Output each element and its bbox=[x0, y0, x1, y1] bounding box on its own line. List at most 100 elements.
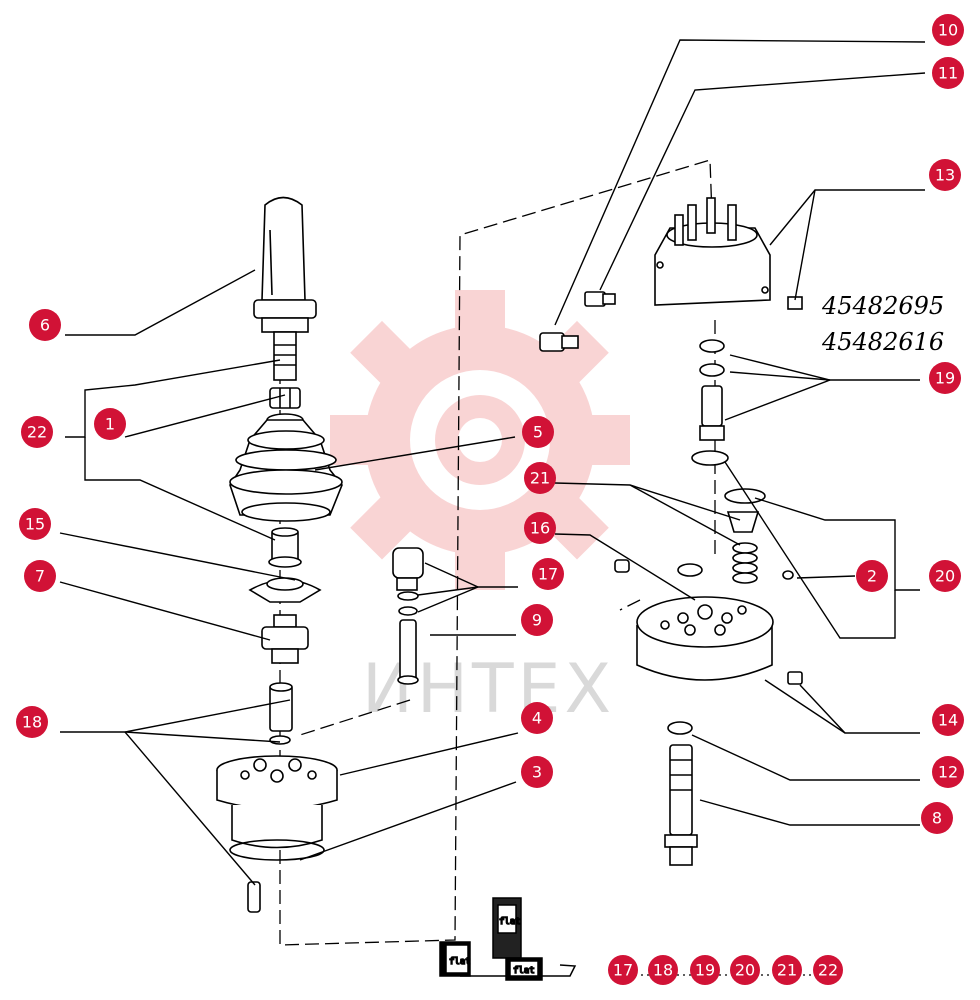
plug-16-part bbox=[614, 559, 630, 573]
washer-20a bbox=[691, 450, 729, 466]
kit-badge-20: 20 bbox=[730, 955, 760, 985]
callout-badge-14-label: 14 bbox=[938, 711, 958, 730]
washer-part bbox=[398, 606, 418, 616]
watermark-gear-icon bbox=[330, 290, 630, 590]
callout-badge-15-label: 15 bbox=[25, 515, 45, 534]
callout-badge-13: 13 bbox=[929, 159, 961, 191]
shaft-part bbox=[664, 744, 698, 866]
handle-part bbox=[253, 196, 317, 381]
left-assembly bbox=[216, 196, 343, 913]
right-assembly bbox=[539, 197, 803, 866]
kit-badge-17-label: 17 bbox=[613, 961, 633, 980]
spring-part bbox=[732, 542, 758, 584]
callout-badge-20: 20 bbox=[929, 560, 961, 592]
body-block-part bbox=[636, 596, 774, 681]
o-ring-part bbox=[397, 591, 419, 601]
washer-12-part bbox=[667, 721, 693, 735]
callout-badge-8: 8 bbox=[921, 802, 953, 834]
base-part bbox=[216, 755, 338, 861]
callout-badge-9: 9 bbox=[521, 604, 553, 636]
cap-neck bbox=[396, 577, 418, 591]
callout-badge-1-label: 1 bbox=[105, 415, 115, 434]
kit-box-label-2: flat bbox=[499, 917, 521, 927]
callout-badge-22-label: 22 bbox=[27, 423, 47, 442]
callout-badge-16: 16 bbox=[524, 512, 556, 544]
pin-part bbox=[269, 682, 293, 745]
top-housing-part bbox=[654, 197, 771, 306]
callout-badge-19-label: 19 bbox=[935, 369, 955, 388]
callout-badge-5-label: 5 bbox=[533, 423, 543, 442]
callout-badge-10-label: 10 bbox=[938, 21, 958, 40]
callout-badge-20-label: 20 bbox=[935, 567, 955, 586]
boot-part bbox=[229, 413, 343, 522]
leader-lines bbox=[59, 39, 926, 886]
middle-parts bbox=[392, 547, 424, 685]
kit-badge-21-label: 21 bbox=[777, 961, 797, 980]
kit-badge-22-label: 22 bbox=[818, 961, 838, 980]
rod-part bbox=[399, 619, 417, 681]
washer-19a bbox=[699, 339, 725, 353]
callout-badge-10: 10 bbox=[932, 14, 964, 46]
kit-badge-18-label: 18 bbox=[653, 961, 673, 980]
nut-part bbox=[269, 387, 301, 409]
callout-badge-11-label: 11 bbox=[938, 64, 958, 83]
callout-badge-14: 14 bbox=[932, 704, 964, 736]
callout-badge-6-label: 6 bbox=[40, 316, 50, 335]
fitting-left-part bbox=[539, 291, 616, 352]
cap-part bbox=[392, 547, 424, 579]
ball-2-part bbox=[782, 570, 794, 580]
callout-badge-5: 5 bbox=[522, 416, 554, 448]
callout-badge-17: 17 bbox=[532, 558, 564, 590]
callout-badge-1: 1 bbox=[94, 408, 126, 440]
kit-badge-19: 19 bbox=[690, 955, 720, 985]
callout-badge-17-label: 17 bbox=[538, 565, 558, 584]
washer-20b bbox=[724, 488, 766, 504]
callout-badge-2: 2 bbox=[856, 560, 888, 592]
callout-badge-2-label: 2 bbox=[867, 567, 877, 586]
callout-badge-12-label: 12 bbox=[938, 763, 958, 782]
callout-badge-18-label: 18 bbox=[22, 713, 42, 732]
callout-badge-21: 21 bbox=[524, 462, 556, 494]
kit-badges: 17 18 19 20 21 22 bbox=[608, 955, 843, 985]
callout-badge-12: 12 bbox=[932, 756, 964, 788]
cup-part bbox=[726, 511, 760, 533]
callout-badge-22: 22 bbox=[21, 416, 53, 448]
washer-19b bbox=[699, 363, 725, 377]
callout-badge-18: 18 bbox=[16, 706, 48, 738]
callout-badge-4: 4 bbox=[521, 702, 553, 734]
kit-badge-22: 22 bbox=[813, 955, 843, 985]
callout-badge-3: 3 bbox=[521, 756, 553, 788]
callout-badge-3-label: 3 bbox=[532, 763, 542, 782]
callout-badge-11: 11 bbox=[932, 57, 964, 89]
kit-box-label-3: flat bbox=[513, 966, 535, 976]
kit-badge-17: 17 bbox=[608, 955, 638, 985]
kit-box-illustration: flat flat flat bbox=[439, 897, 577, 981]
callout-badge-9-label: 9 bbox=[532, 611, 542, 630]
grub-screw-14-part bbox=[787, 671, 803, 685]
kit-badge-20-label: 20 bbox=[735, 961, 755, 980]
callout-badge-15: 15 bbox=[19, 508, 51, 540]
callout-badge-19: 19 bbox=[929, 362, 961, 394]
callout-badge-7: 7 bbox=[24, 560, 56, 592]
callout-badge-6: 6 bbox=[29, 309, 61, 341]
small-pin-part bbox=[247, 881, 261, 913]
kit-badge-21: 21 bbox=[772, 955, 802, 985]
kit-badge-19-label: 19 bbox=[695, 961, 715, 980]
ring-part bbox=[677, 563, 703, 577]
callout-badge-4-label: 4 bbox=[532, 709, 542, 728]
valve-stem-part bbox=[699, 385, 725, 441]
callout-badge-7-label: 7 bbox=[35, 567, 45, 586]
kit-box-label-1: flat bbox=[449, 957, 471, 967]
callout-badge-8-label: 8 bbox=[932, 809, 942, 828]
cone-plate-part bbox=[248, 577, 322, 603]
handwritten-note-2: 45482616 bbox=[821, 328, 944, 356]
callout-badge-13-label: 13 bbox=[935, 166, 955, 185]
watermark: ИНТЕХ bbox=[330, 290, 630, 729]
callout-badge-16-label: 16 bbox=[530, 519, 550, 538]
handwritten-note-1: 45482695 bbox=[821, 292, 944, 320]
kit-badge-18: 18 bbox=[648, 955, 678, 985]
fitting-part bbox=[261, 614, 309, 664]
callout-badge-21-label: 21 bbox=[530, 469, 550, 488]
